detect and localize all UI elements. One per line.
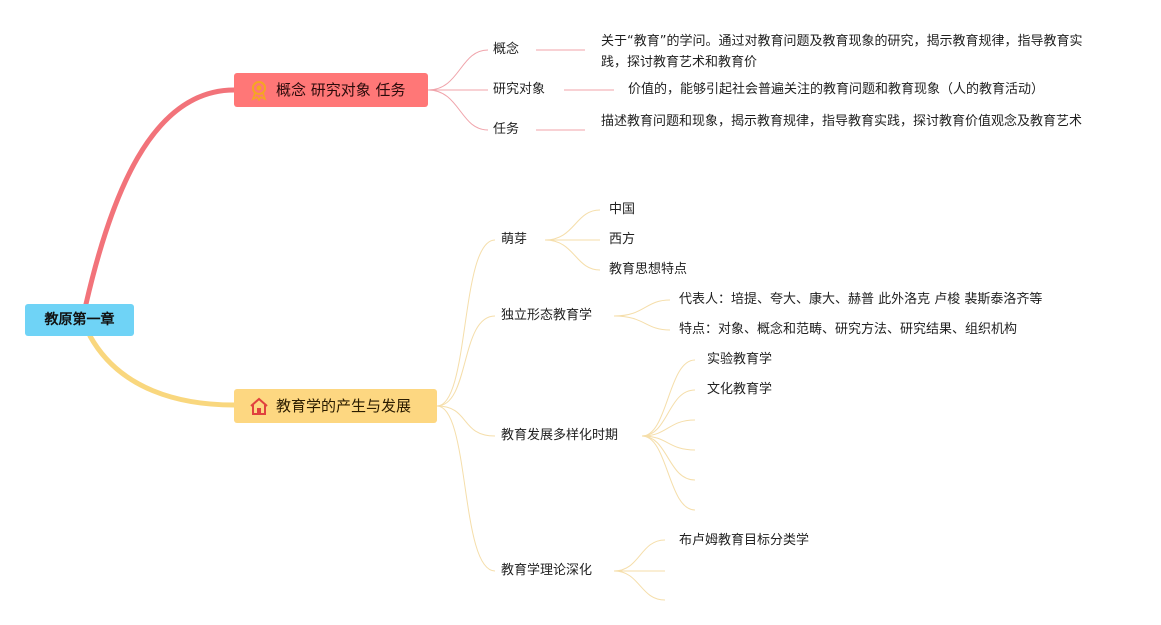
topic-cultural-pedagogy[interactable]: 文化教育学 [707, 382, 773, 397]
topic-experimental-pedagogy[interactable]: 实验教育学 [707, 352, 773, 367]
award-medal-icon [248, 79, 270, 102]
topic-sprout[interactable]: 萌芽 [501, 232, 528, 247]
topic-bloom-taxonomy[interactable]: 布卢姆教育目标分类学 [679, 533, 810, 548]
branch1-label: 概念 研究对象 任务 [276, 81, 406, 99]
house-icon [248, 395, 270, 417]
root-node[interactable]: 教原第一章 [25, 304, 134, 336]
topic-research-object[interactable]: 研究对象 [493, 82, 546, 97]
link-root-branch1 [83, 87, 237, 307]
topic-thought-features[interactable]: 教育思想特点 [609, 262, 688, 277]
topic-task-detail[interactable]: 描述教育问题和现象，揭示教育规律，指导教育实践，探讨教育价值观念及教育艺术 [601, 114, 1083, 129]
branch-concept-object-task[interactable]: 概念 研究对象 任务 [234, 73, 428, 107]
branch2-links [436, 209, 696, 601]
branch-origin-development[interactable]: 教育学的产生与发展 [234, 389, 437, 423]
branch1-links [427, 49, 614, 131]
topic-task[interactable]: 任务 [493, 122, 520, 137]
topic-west[interactable]: 西方 [609, 232, 636, 247]
topic-research-object-detail[interactable]: 价值的，能够引起社会普遍关注的教育问题和教育现象（人的教育活动） [628, 82, 1045, 97]
topic-independent-pedagogy[interactable]: 独立形态教育学 [501, 308, 593, 323]
topic-theory-deepening[interactable]: 教育学理论深化 [501, 563, 593, 578]
link-root-branch2 [87, 333, 237, 408]
root-label: 教原第一章 [44, 312, 115, 328]
topic-diversification-period[interactable]: 教育发展多样化时期 [501, 428, 619, 443]
topic-concept[interactable]: 概念 [493, 42, 520, 57]
topic-representatives[interactable]: 代表人：培提、夸大、康大、赫普 此外洛克 卢梭 裴斯泰洛齐等 [679, 292, 1043, 307]
topic-characteristics[interactable]: 特点：对象、概念和范畴、研究方法、研究结果、组织机构 [679, 322, 1018, 337]
branch2-label: 教育学的产生与发展 [276, 397, 412, 415]
topic-china[interactable]: 中国 [609, 202, 636, 217]
topic-concept-detail[interactable]: 关于“教育”的学问。通过对教育问题及教育现象的研究，揭示教育规律，指导教育实践，… [601, 34, 1083, 70]
